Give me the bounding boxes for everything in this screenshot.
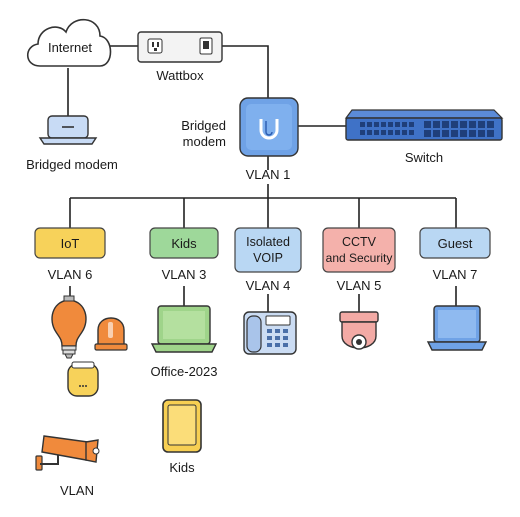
switch-port-small — [381, 122, 386, 127]
line-wattbox-router — [222, 45, 269, 98]
phone-key — [267, 336, 272, 340]
vlan-iot-title: IoT — [61, 236, 80, 251]
phone-key — [283, 336, 288, 340]
guest-laptop-icon — [426, 305, 488, 351]
router-node: Bridged modem VLAN 1 — [181, 97, 299, 182]
vlan-iot: IoT VLAN 6 — [34, 227, 106, 282]
switch-port — [478, 130, 485, 137]
switch-port-small — [374, 130, 379, 135]
switch-port — [469, 121, 476, 128]
vlan-voip-id: VLAN 4 — [246, 278, 291, 293]
phone-key — [275, 329, 280, 333]
phone-key — [275, 336, 280, 340]
cloud-icon — [26, 18, 112, 67]
vlan-guest-title: Guest — [438, 236, 473, 251]
switch-port-small — [374, 122, 379, 127]
switch-label: Switch — [405, 150, 443, 165]
wattbox-label: Wattbox — [156, 68, 204, 83]
light-bulb-icon — [51, 295, 87, 359]
siren-icon — [94, 317, 128, 351]
switch-port — [424, 130, 431, 137]
switch-port-small — [388, 122, 393, 127]
switch-port — [460, 130, 467, 137]
switch-port — [487, 121, 494, 128]
switch-ports — [360, 121, 494, 137]
vlan-cctv-title-line1: CCTV — [342, 235, 377, 249]
vlan-guest: Guest VLAN 7 — [419, 227, 491, 282]
router-logo-icon — [259, 119, 279, 140]
phone-keypad — [267, 329, 288, 347]
vlan-voip-box — [234, 227, 302, 273]
switch-port-small — [395, 130, 400, 135]
switch-port — [433, 130, 440, 137]
router-label-line1: Bridged — [181, 118, 226, 133]
switch-port — [442, 121, 449, 128]
smart-sensor-icon — [67, 361, 99, 397]
security-camera-icon — [35, 435, 100, 471]
vlan-kids: Kids VLAN 3 — [149, 227, 219, 282]
switch-port-small — [402, 122, 407, 127]
vlan-iot-box — [34, 227, 106, 259]
switch-port — [451, 121, 458, 128]
vlan-main-label: VLAN 1 — [246, 167, 291, 182]
bottom-vlan-label: VLAN — [60, 483, 94, 498]
vlan-kids-id: VLAN 3 — [162, 267, 207, 282]
vlan-guest-id: VLAN 7 — [433, 267, 478, 282]
line-bus — [70, 184, 456, 199]
switch-port-small — [388, 130, 393, 135]
vlan-iot-id: VLAN 6 — [48, 267, 93, 282]
vlan-voip-title-line1: Isolated — [246, 235, 290, 249]
monitor-icon — [150, 305, 218, 353]
vlan-guest-box — [419, 227, 491, 259]
bridged-modem-device-node: Bridged modem — [26, 115, 118, 172]
switch-port-small — [381, 130, 386, 135]
switch-node: Switch — [344, 109, 504, 165]
voip-phone-icon — [243, 311, 297, 355]
switch-port — [424, 121, 431, 128]
dome-camera-icon — [339, 311, 379, 350]
switch-port — [478, 121, 485, 128]
vlan-cctv-title-line2: and Security — [326, 251, 393, 265]
switch-port — [487, 130, 494, 137]
office-laptop-label: Office-2023 — [151, 364, 218, 379]
phone-key — [283, 329, 288, 333]
switch-port-small — [367, 130, 372, 135]
switch-port — [460, 121, 467, 128]
switch-port — [442, 130, 449, 137]
tablet-icon — [162, 399, 202, 453]
switch-port-small — [367, 122, 372, 127]
switch-port — [451, 130, 458, 137]
vlan-voip: Isolated VOIP VLAN 4 — [234, 227, 302, 293]
switch-port-small — [409, 122, 414, 127]
internet-label: Internet — [48, 40, 92, 55]
switch-port-small — [360, 130, 365, 135]
switch-port — [433, 121, 440, 128]
router-label-line2: modem — [183, 134, 226, 149]
phone-key — [267, 329, 272, 333]
iot-devices: VLAN — [35, 295, 128, 498]
phone-key — [275, 343, 280, 347]
vlan-cctv: CCTV and Security VLAN 5 — [322, 227, 396, 293]
vlan-kids-box — [149, 227, 219, 259]
connectors — [67, 45, 457, 312]
vlan-cctv-id: VLAN 5 — [337, 278, 382, 293]
bridged-modem-device-label: Bridged modem — [26, 157, 118, 172]
switch-port-small — [409, 130, 414, 135]
switch-port-small — [402, 130, 407, 135]
phone-key — [267, 343, 272, 347]
vlan-kids-title: Kids — [171, 236, 197, 251]
kids-devices: Office-2023 Kids — [150, 305, 218, 475]
switch-port — [469, 130, 476, 137]
phone-key — [283, 343, 288, 347]
switch-port-small — [395, 122, 400, 127]
vlan-voip-title-line2: VOIP — [253, 251, 283, 265]
vlan-cctv-box — [322, 227, 396, 273]
kids-tablet-label: Kids — [169, 460, 195, 475]
wattbox-node: Wattbox — [137, 31, 223, 83]
switch-port-small — [360, 122, 365, 127]
internet-node: Internet — [26, 18, 112, 67]
